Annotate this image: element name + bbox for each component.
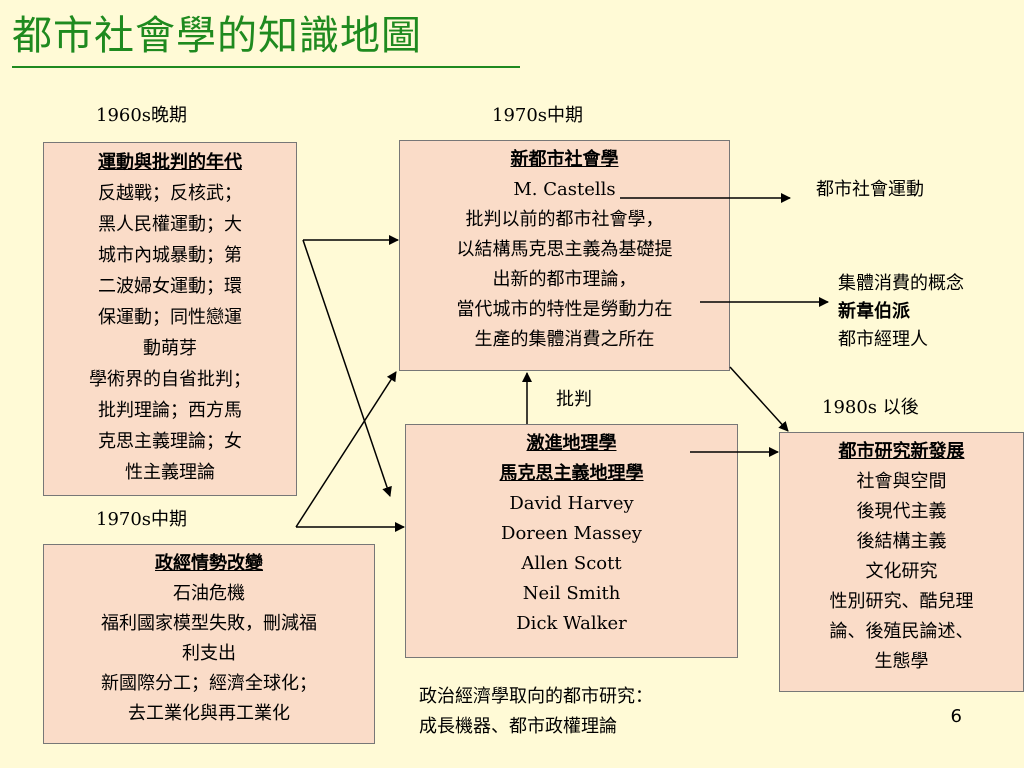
box-new-urban-line: 生產的集體消費之所在 <box>474 329 655 350</box>
label-critique: 批判 <box>556 389 592 410</box>
box-movement-line: 性主義理論 <box>125 462 215 483</box>
box-movement-line: 保運動；同性戀運 <box>98 307 242 328</box>
period-label-after-1980s: 1980s 以後 <box>822 397 919 418</box>
box-radical-line: David Harvey <box>509 493 634 514</box>
box-urban-dev-line: 論、後殖民論述、 <box>829 621 974 642</box>
bottom-note-line2: 成長機器、都市政權理論 <box>419 716 617 737</box>
box-political-line: 去工業化與再工業化 <box>128 703 290 724</box>
period-label-mid-1970s-top: 1970s中期 <box>492 105 584 126</box>
box-political-line: 石油危機 <box>173 583 245 604</box>
box-radical-line: Dick Walker <box>516 613 627 634</box>
box-radical-geography: 激進地理學 馬克思主義地理學 David Harvey Doreen Masse… <box>405 424 738 658</box>
box-new-urban-line: 當代城市的特性是勞動力在 <box>456 299 673 320</box>
box-movement-line: 反越戰；反核武； <box>98 183 242 204</box>
label-collective-consumption: 集體消費的概念 新韋伯派 都市經理人 <box>838 270 964 354</box>
box-new-urban-line: 批判以前的都市社會學， <box>465 209 664 230</box>
box-urban-research-developments: 都市研究新發展 社會與空間 後現代主義 後結構主義 文化研究 性別研究、酷兒理 … <box>779 432 1024 692</box>
label-consumption-line2: 新韋伯派 <box>838 301 910 322</box>
box-radical-line: Allen Scott <box>521 553 622 574</box>
box-movement-line: 動萌芽 <box>143 338 197 359</box>
period-label-late-1960s: 1960s晚期 <box>96 105 188 126</box>
box-movement-era: 運動與批判的年代 反越戰；反核武； 黑人民權運動；大 城市內城暴動；第 二波婦女… <box>43 142 297 496</box>
box-new-urban-sociology: 新都市社會學 M. Castells 批判以前的都市社會學， 以結構馬克思主義為… <box>399 140 730 371</box>
label-urban-social-movement: 都市社會運動 <box>816 179 924 200</box>
box-radical-heading-2: 馬克思主義地理學 <box>499 463 644 484</box>
box-urban-dev-line: 文化研究 <box>865 561 938 582</box>
title-underline <box>12 66 520 68</box>
box-political-heading: 政經情勢改變 <box>155 553 263 574</box>
box-movement-heading: 運動與批判的年代 <box>98 152 242 173</box>
page-title: 都市社會學的知識地圖 <box>12 13 422 59</box>
box-movement-line: 克思主義理論；女 <box>98 431 242 452</box>
box-movement-line: 城市內城暴動；第 <box>98 245 242 266</box>
box-new-urban-line: 以結構馬克思主義為基礎提 <box>456 239 673 260</box>
box-radical-line: Neil Smith <box>522 583 621 604</box>
box-urban-dev-heading: 都市研究新發展 <box>838 441 965 462</box>
box-urban-dev-line: 後結構主義 <box>856 531 947 552</box>
box-urban-dev-line: 後現代主義 <box>856 501 947 522</box>
box-urban-dev-line: 生態學 <box>874 651 929 672</box>
box-new-urban-line: 出新的都市理論， <box>492 269 637 290</box>
box-radical-heading-1: 激進地理學 <box>526 433 617 454</box>
box-new-urban-heading: 新都市社會學 <box>510 149 619 170</box>
label-consumption-line1: 集體消費的概念 <box>838 273 964 294</box>
box-movement-line: 二波婦女運動；環 <box>98 276 242 297</box>
period-label-mid-1970s-bottom: 1970s中期 <box>96 509 188 530</box>
arrow-movement-to-radical <box>302 239 392 497</box>
box-new-urban-line: M. Castells <box>513 179 616 200</box>
box-political-line: 新國際分工；經濟全球化； <box>101 673 317 694</box>
box-political-economic-change: 政經情勢改變 石油危機 福利國家模型失敗，刪減福 利支出 新國際分工；經濟全球化… <box>43 544 375 744</box>
page-number: 6 <box>950 706 962 727</box>
box-movement-line: 批判理論；西方馬 <box>98 400 242 421</box>
box-radical-line: Doreen Massey <box>501 523 642 544</box>
box-political-line: 利支出 <box>182 643 236 664</box>
box-political-line: 福利國家模型失敗，刪減福 <box>101 613 317 634</box>
box-urban-dev-line: 社會與空間 <box>856 471 947 492</box>
label-consumption-line3: 都市經理人 <box>838 329 928 350</box>
box-movement-line: 學術界的自省批判； <box>89 369 251 390</box>
box-movement-line: 黑人民權運動；大 <box>98 214 242 235</box>
bottom-note: 政治經濟學取向的都市研究： 成長機器、都市政權理論 <box>419 682 653 742</box>
box-urban-dev-line: 性別研究、酷兒理 <box>829 591 974 612</box>
bottom-note-line1: 政治經濟學取向的都市研究： <box>419 686 653 707</box>
arrow-political-to-new-urban <box>295 371 397 528</box>
arrow-new-urban-to-urban-dev <box>729 366 789 432</box>
